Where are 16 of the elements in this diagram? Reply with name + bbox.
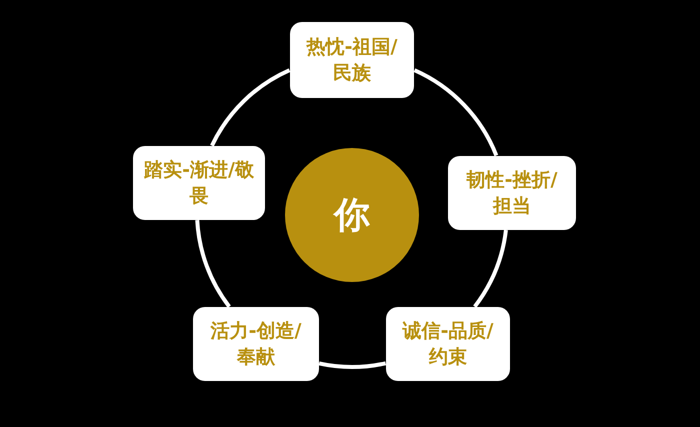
rounded-box (193, 307, 319, 381)
node-label: 诚信-品质/约束 (401, 319, 494, 370)
ring-connector (210, 68, 290, 147)
ring-connector (414, 68, 498, 156)
ring-connector (318, 361, 386, 369)
node-label: 韧性-挫折/担当 (466, 168, 558, 219)
rounded-box (386, 307, 510, 381)
rounded-box (290, 22, 414, 98)
ring-connector (195, 220, 231, 308)
center-label: 你 (334, 194, 370, 238)
rounded-box (448, 156, 576, 230)
rounded-box (133, 146, 265, 220)
node-label: 踏实-渐进/敬畏 (143, 158, 255, 209)
ring-connector (473, 230, 508, 308)
node-label: 热忱-祖国/民族 (305, 35, 398, 86)
node-label: 活力-创造/奉献 (209, 319, 302, 370)
